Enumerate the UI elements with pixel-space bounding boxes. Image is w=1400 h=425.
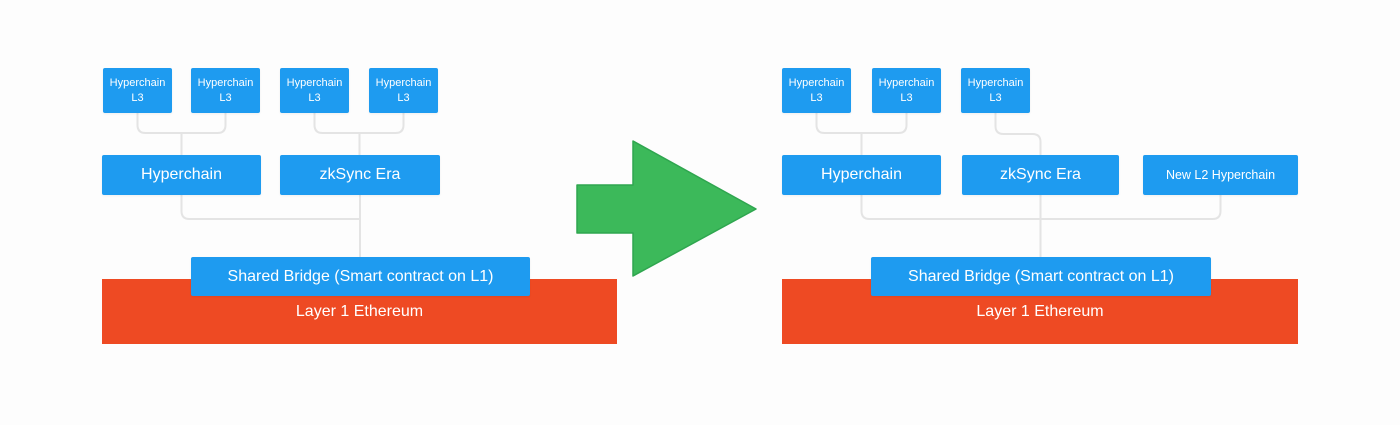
left-l3-node-1-line1: Hyperchain — [109, 76, 166, 89]
left-l3-node-4-line2: L3 — [397, 91, 410, 104]
left-l3-node-2-line2: L3 — [219, 91, 232, 104]
right-l3-node-1: Hyperchain L3 — [782, 68, 851, 113]
right-new-l2-hyperchain-label: New L2 Hyperchain — [1165, 168, 1276, 182]
left-l3-node-1-line2: L3 — [131, 91, 144, 104]
right-layer1-ethereum-label: Layer 1 Ethereum — [976, 302, 1104, 320]
right-l3-node-3-line2: L3 — [989, 91, 1002, 104]
right-l3-node-2: Hyperchain L3 — [872, 68, 941, 113]
left-l3-node-3-line2: L3 — [308, 91, 321, 104]
right-l3-node-3: Hyperchain L3 — [961, 68, 1030, 113]
right-shared-bridge-label: Shared Bridge (Smart contract on L1) — [908, 267, 1174, 285]
left-l3-node-2: Hyperchain L3 — [191, 68, 260, 113]
right-l3-node-2-line2: L3 — [900, 91, 913, 104]
right-hyperchain-label: Hyperchain — [821, 166, 902, 183]
left-l3-node-3: Hyperchain L3 — [280, 68, 349, 113]
right-l3-node-3-line1: Hyperchain — [967, 76, 1024, 89]
left-hyperchain-node: Hyperchain — [102, 155, 261, 195]
connector-right-l3-to-zksync — [994, 113, 1042, 155]
right-l3-node-2-line1: Hyperchain — [878, 76, 935, 89]
left-zksync-era-node: zkSync Era — [280, 155, 440, 195]
left-l3-node-4-line1: Hyperchain — [375, 76, 432, 89]
right-new-l2-hyperchain-node: New L2 Hyperchain — [1143, 155, 1298, 195]
right-l3-node-1-line1: Hyperchain — [788, 76, 845, 89]
left-hyperchain-label: Hyperchain — [141, 166, 222, 183]
left-l3-node-2-line1: Hyperchain — [197, 76, 254, 89]
right-shared-bridge-node: Shared Bridge (Smart contract on L1) — [871, 257, 1211, 296]
transition-arrow-shape — [576, 140, 757, 277]
right-hyperchain-node: Hyperchain — [782, 155, 941, 195]
left-shared-bridge-node: Shared Bridge (Smart contract on L1) — [191, 257, 530, 296]
left-shared-bridge-label: Shared Bridge (Smart contract on L1) — [227, 267, 494, 285]
left-zksync-era-label: zkSync Era — [319, 166, 401, 183]
right-zksync-era-node: zkSync Era — [962, 155, 1119, 195]
right-zksync-era-label: zkSync Era — [1000, 166, 1081, 183]
left-l3-node-4: Hyperchain L3 — [369, 68, 438, 113]
left-l3-node-1: Hyperchain L3 — [103, 68, 172, 113]
left-l3-node-3-line1: Hyperchain — [286, 76, 343, 89]
right-l3-node-1-line2: L3 — [810, 91, 823, 104]
left-layer1-ethereum-label: Layer 1 Ethereum — [295, 302, 424, 320]
connector-left-hyperchain-to-bridge — [180, 195, 360, 220]
